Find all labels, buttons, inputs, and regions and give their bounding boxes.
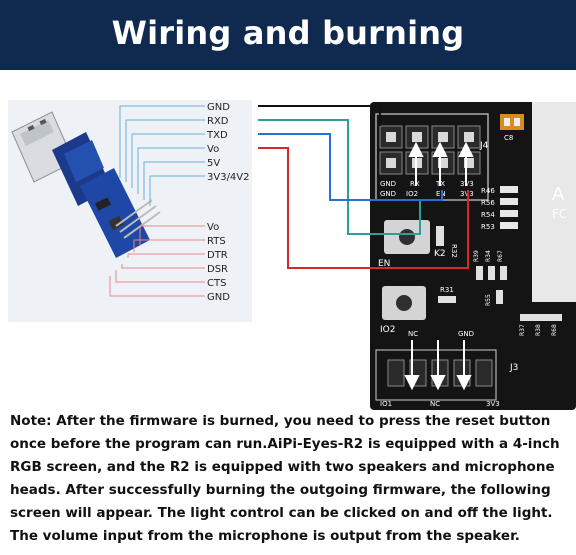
- pin-label-dsr: DSR: [207, 264, 228, 275]
- label-r34: R34: [485, 250, 492, 262]
- usb-adapter-image: [11, 111, 161, 258]
- pin-label-txd: TXD: [206, 130, 228, 141]
- pin-label-rts: RTS: [207, 236, 226, 247]
- header-label-rx: RX: [410, 180, 420, 188]
- label-r67: R67: [497, 250, 504, 262]
- edge-text-fc: FC: [552, 207, 567, 221]
- j3-outline: [375, 349, 497, 401]
- wire-rxd: [258, 119, 421, 235]
- small-resistors: [476, 266, 562, 321]
- button-label-en: EN: [378, 259, 390, 269]
- wiring-svg: GND RXD TXD Vo 5V 3V3/4V2 Vo RTS DTR DSR…: [8, 100, 576, 410]
- pin-label-vo-top: Vo: [207, 144, 219, 155]
- label-r37: R37: [519, 324, 526, 336]
- pin-label-dtr: DTR: [207, 250, 228, 261]
- pin-label-5v: 5V: [207, 158, 220, 169]
- top-pin-leaders: [119, 105, 205, 206]
- pin-label-cts: CTS: [207, 278, 226, 289]
- row2-label-io2: IO2: [406, 190, 418, 198]
- label-r55: R55: [485, 294, 492, 306]
- row2-label-3v3: 3V3: [460, 190, 474, 198]
- pin-label-3v3-4v2: 3V3/4V2: [207, 172, 250, 183]
- title-banner: Wiring and burning: [0, 0, 576, 70]
- label-r38: R38: [535, 324, 542, 336]
- label-r46: R46: [481, 187, 495, 195]
- pin-label-rxd: RXD: [207, 116, 229, 127]
- label-r68: R68: [551, 324, 558, 336]
- label-c8: C8: [504, 134, 513, 142]
- bottom-label-nc: NC: [430, 400, 440, 408]
- label-r53: R53: [481, 223, 495, 231]
- row2-label-en: EN: [436, 190, 446, 198]
- board-image: A FC C8 J4 GND RX TX: [370, 102, 576, 410]
- bottom-label-io1: IO1: [380, 400, 392, 408]
- wire-vo: [258, 147, 469, 269]
- resistor-block: [500, 186, 518, 229]
- header-label-gnd: GND: [380, 180, 396, 188]
- wire-txd: [258, 133, 443, 201]
- button-label-io2: IO2: [380, 325, 395, 335]
- label-r54: R54: [481, 211, 495, 219]
- label-r31: R31: [440, 286, 454, 294]
- edge-text-a: A: [552, 184, 565, 205]
- label-r56: R56: [481, 199, 495, 207]
- label-r32: R32: [450, 244, 458, 258]
- page-title: Wiring and burning: [111, 14, 465, 52]
- note-text: Note: After the firmware is burned, you …: [10, 413, 560, 544]
- label-j4: J4: [479, 141, 489, 151]
- button-label-k2: K2: [434, 249, 446, 259]
- wire-gnd: [258, 105, 381, 126]
- pin-label-vo-bottom: Vo: [207, 222, 219, 233]
- bottom-label-nc-top: NC: [408, 330, 418, 338]
- bottom-pin-leaders: [109, 225, 205, 297]
- bottom-label-3v3: 3V3: [486, 400, 500, 408]
- label-j3: J3: [509, 363, 518, 373]
- pin-label-gnd-bottom: GND: [207, 292, 230, 303]
- pin-label-gnd-top: GND: [207, 102, 230, 113]
- row2-label-gnd: GND: [380, 190, 396, 198]
- wiring-diagram: GND RXD TXD Vo 5V 3V3/4V2 Vo RTS DTR DSR…: [0, 70, 576, 410]
- j4-pin-arrows: [404, 141, 474, 391]
- bottom-label-gnd: GND: [458, 330, 474, 338]
- label-r39: R39: [473, 250, 480, 262]
